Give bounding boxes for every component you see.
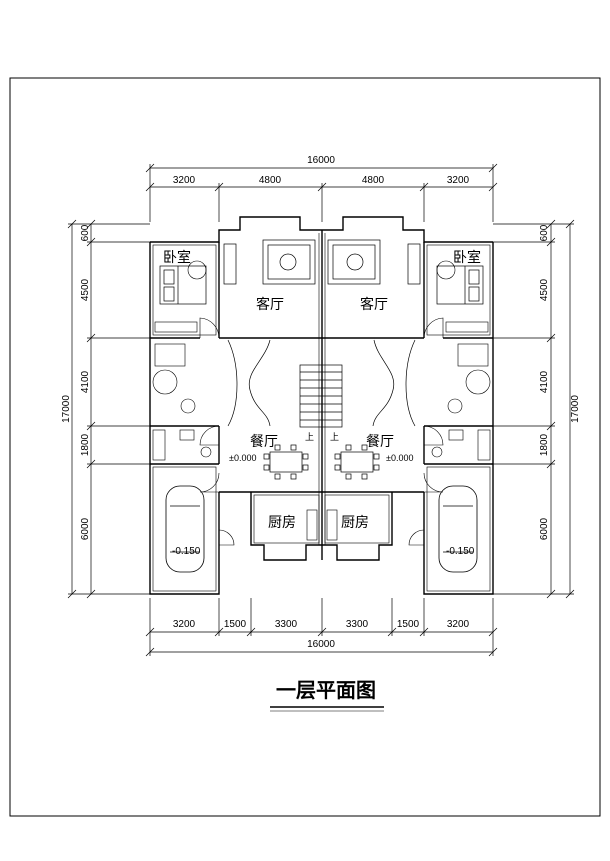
dim-right-seg-2: 4500 <box>539 278 550 301</box>
wardrobes <box>154 260 489 333</box>
dim-left-total: 17000 <box>61 395 72 423</box>
label-bedroom-left: 卧室 <box>163 249 191 266</box>
stair-up-left: 上 <box>305 432 314 442</box>
dim-left-seg-5: 6000 <box>80 517 91 540</box>
dim-bottom-seg-5: 1500 <box>397 619 420 630</box>
right-dimensions <box>493 219 575 599</box>
dim-right-seg-3: 4100 <box>539 370 550 393</box>
elev-garage-left: -0.150 <box>172 546 201 557</box>
dim-right-seg-4: 1800 <box>539 433 550 456</box>
left-dimensions <box>67 219 150 599</box>
dining-table-left <box>263 444 309 480</box>
label-kitchen-left: 厨房 <box>268 515 296 531</box>
inner-wall-lines <box>152 233 491 592</box>
label-kitchen-right: 厨房 <box>341 515 369 531</box>
dim-left-seg-3: 4100 <box>80 370 91 393</box>
bottom-dimensions <box>145 598 498 657</box>
dim-left-seg-2: 4500 <box>80 278 91 301</box>
dim-top-total: 16000 <box>307 155 335 166</box>
dim-bottom-seg-6: 3200 <box>447 619 470 630</box>
elev-dining-left: ±0.000 <box>229 453 256 463</box>
stairs-and-curves <box>227 339 416 428</box>
bed-right <box>436 265 484 305</box>
dim-bottom-total: 16000 <box>307 639 335 650</box>
dim-right-total: 17000 <box>570 395 581 423</box>
elev-garage-right: -0.150 <box>446 546 475 557</box>
plants <box>152 343 491 414</box>
sofa-set-right <box>327 239 421 285</box>
dim-bottom-seg-3: 3300 <box>275 619 298 630</box>
dim-top-seg-2: 4800 <box>259 175 282 186</box>
label-dining-right: 餐厅 <box>366 434 394 450</box>
dim-bottom-seg-2: 1500 <box>224 619 247 630</box>
dim-right-seg-5: 6000 <box>539 517 550 540</box>
doors <box>199 317 444 546</box>
dining-table-right <box>334 444 380 480</box>
sheet-border <box>9 77 601 817</box>
dim-bottom-seg-1: 3200 <box>173 619 196 630</box>
dim-top-seg-4: 3200 <box>447 175 470 186</box>
label-dining-left: 餐厅 <box>250 434 278 450</box>
label-living-left: 客厅 <box>256 296 284 313</box>
dim-left-seg-1: 600 <box>80 224 91 241</box>
elev-dining-right: ±0.000 <box>386 453 413 463</box>
sofa-set-left <box>223 239 316 285</box>
bathroom-fixtures <box>152 429 491 461</box>
stair-up-right: 上 <box>330 432 339 442</box>
kitchen-counters <box>306 509 338 541</box>
top-dimensions <box>145 163 498 222</box>
bed-left <box>159 265 207 305</box>
car-right <box>438 485 478 573</box>
label-living-right: 客厅 <box>360 296 388 313</box>
dim-right-seg-1: 600 <box>539 224 550 241</box>
car-left <box>165 485 205 573</box>
walls <box>149 216 494 595</box>
label-bedroom-right: 卧室 <box>453 249 481 266</box>
dim-bottom-seg-4: 3300 <box>346 619 369 630</box>
dim-top-seg-3: 4800 <box>362 175 385 186</box>
dim-top-seg-1: 3200 <box>173 175 196 186</box>
drawing-title: 一层平面图 <box>276 678 376 702</box>
dim-left-seg-4: 1800 <box>80 433 91 456</box>
